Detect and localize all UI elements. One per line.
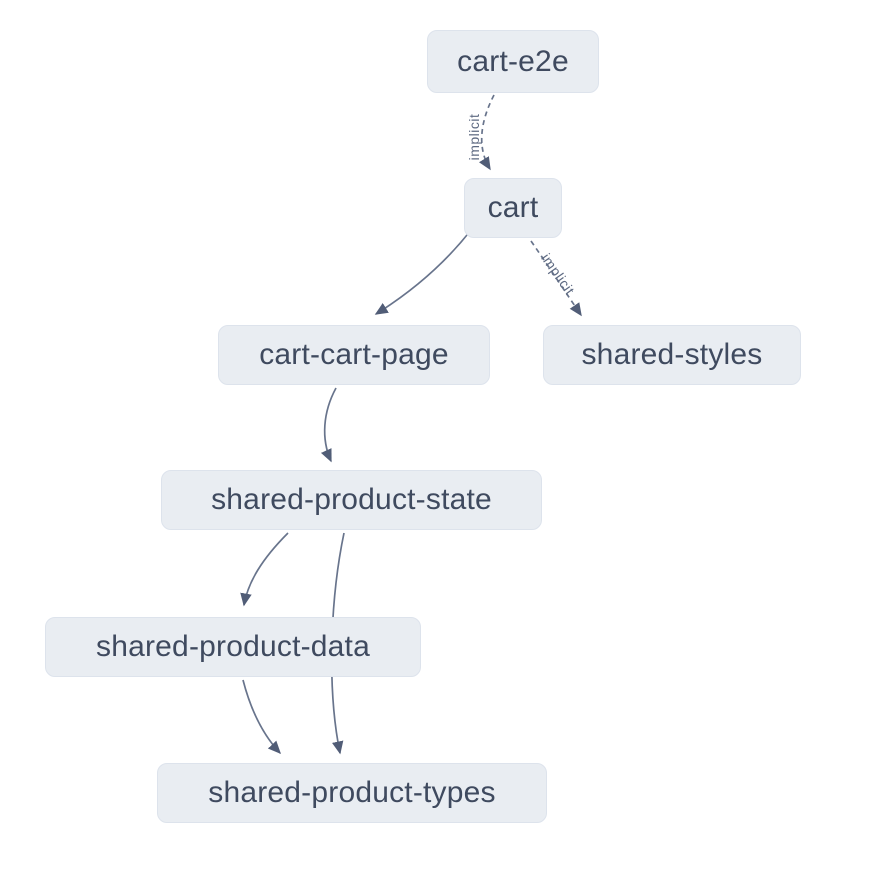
node-shared-styles[interactable]: shared-styles xyxy=(543,325,801,385)
node-cart-cart-page[interactable]: cart-cart-page xyxy=(218,325,490,385)
edge-label-implicit: implicit xyxy=(466,114,482,161)
edge-label-implicit: implicit xyxy=(538,250,578,297)
node-shared-product-data[interactable]: shared-product-data xyxy=(45,617,421,677)
edge-shared-product-state-to-shared-product-data xyxy=(240,532,289,607)
edge-cart-e2e-to-cart xyxy=(479,94,495,171)
edge-cart-cart-page-to-shared-product-state xyxy=(320,387,337,463)
edge-cart-to-shared-styles xyxy=(530,240,582,317)
node-shared-product-types[interactable]: shared-product-types xyxy=(157,763,547,823)
edge-cart-to-cart-cart-page xyxy=(374,229,472,315)
node-cart-e2e[interactable]: cart-e2e xyxy=(427,30,599,93)
node-cart[interactable]: cart xyxy=(464,178,562,238)
edge-shared-product-data-to-shared-product-types xyxy=(242,679,281,755)
node-shared-product-state[interactable]: shared-product-state xyxy=(161,470,542,530)
